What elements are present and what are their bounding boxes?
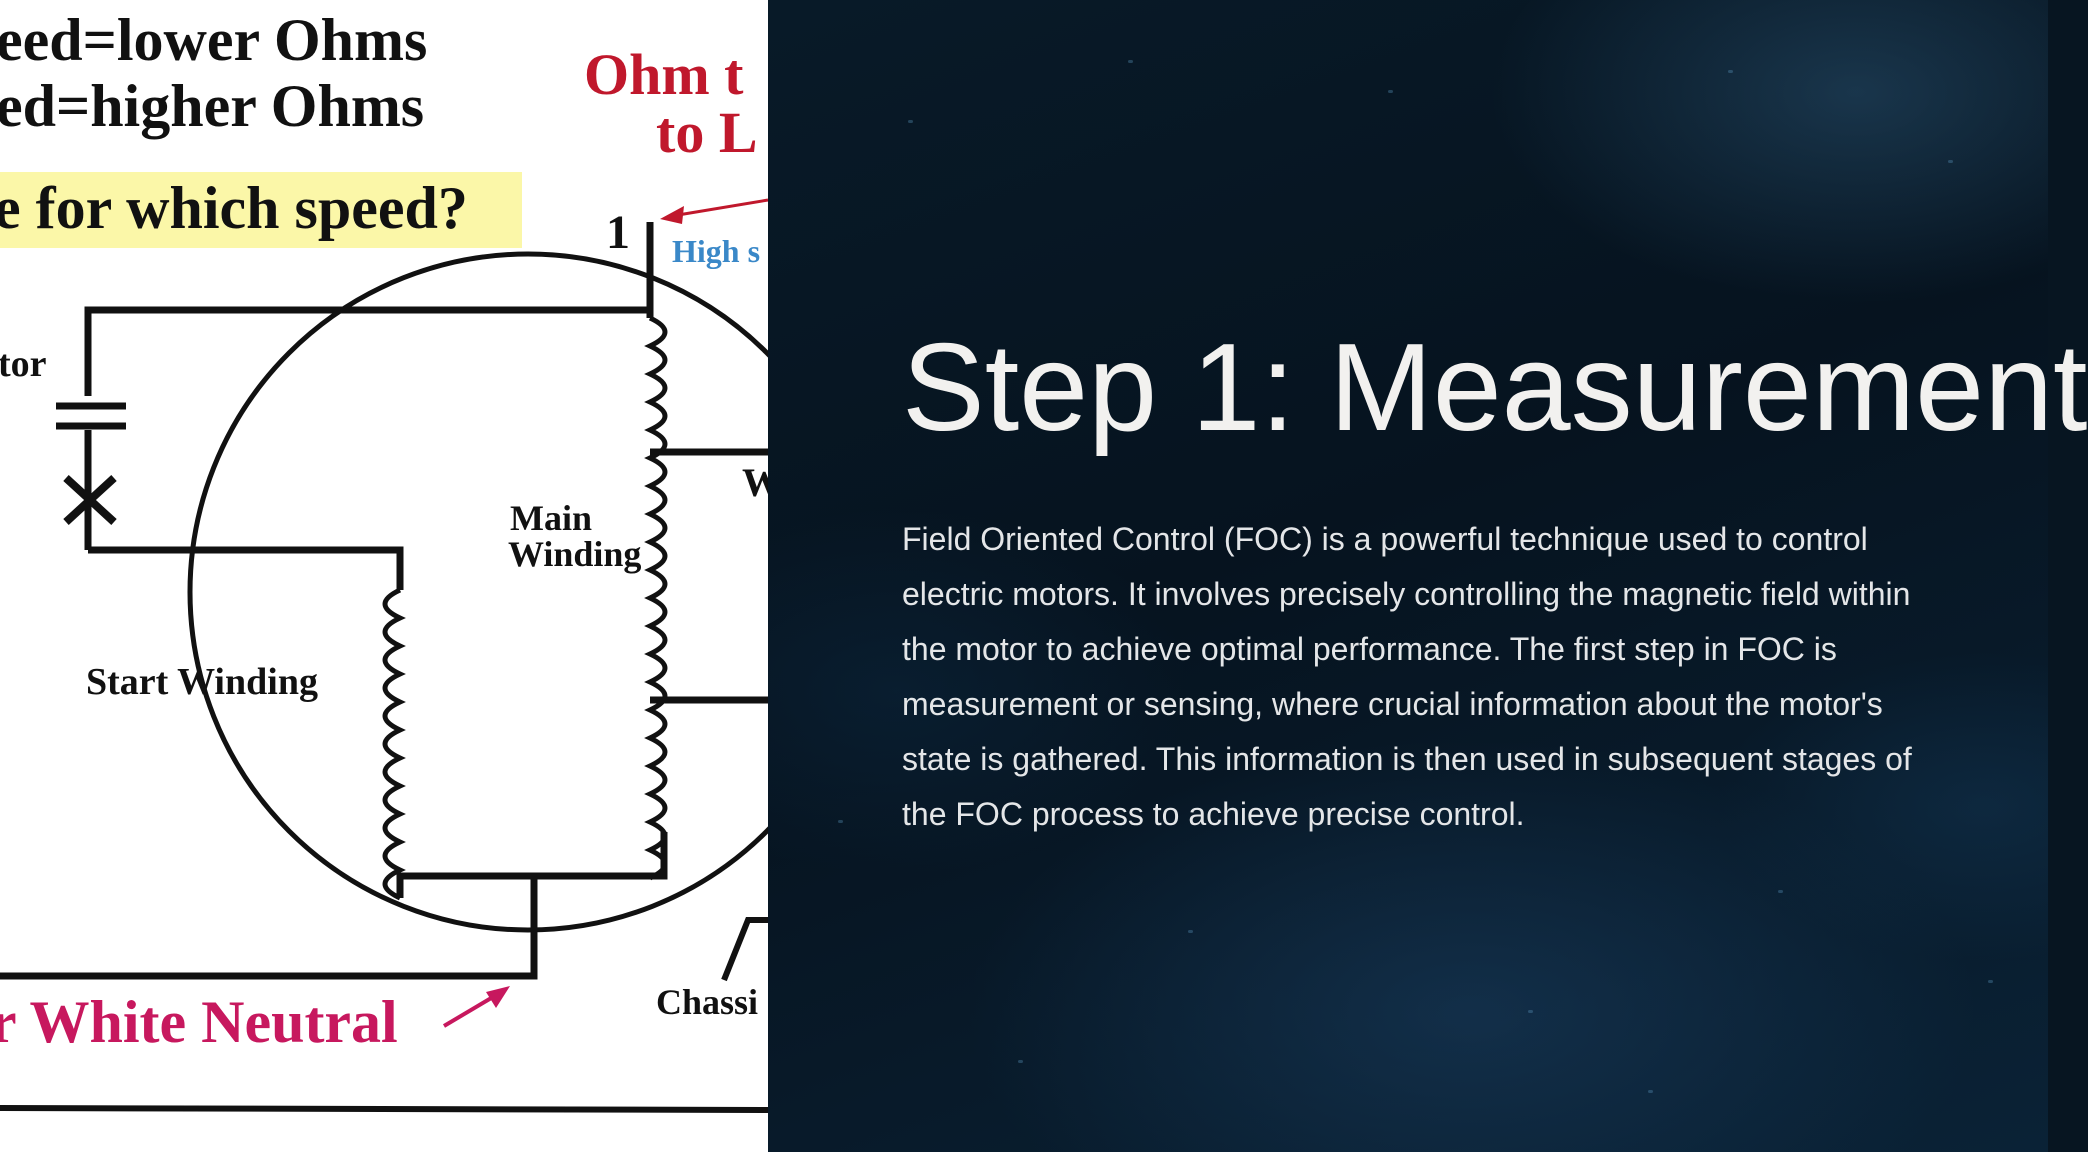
switch-x-mark-b xyxy=(63,475,117,525)
question-highlight xyxy=(0,172,522,248)
motor-wiring-diagram-image: eed=lower Ohms ed=higher Ohms e for whic… xyxy=(0,0,869,1152)
chassis-label: Chassi xyxy=(656,982,758,1022)
capacitor-label: tor xyxy=(0,343,47,385)
terminal-arrow xyxy=(671,198,769,218)
background-speck xyxy=(1648,1090,1653,1093)
main-winding-label-line2: Winding xyxy=(508,534,641,574)
background-speck xyxy=(1018,1060,1023,1063)
slide-title: Step 1: Measurement xyxy=(902,319,2088,457)
background-speck xyxy=(1128,60,1133,63)
neutral-label: r White Neutral xyxy=(0,989,398,1055)
ohm-text-line2: to L xyxy=(656,100,758,165)
question-text: e for which speed? xyxy=(0,175,468,241)
background-speck xyxy=(1988,980,1993,983)
terminal-arrow-head xyxy=(660,206,684,224)
start-winding-coil xyxy=(382,587,406,901)
background-speck xyxy=(1188,930,1193,933)
terminal-number: 1 xyxy=(606,206,630,259)
neutral-wire xyxy=(0,876,538,980)
main-winding-coil xyxy=(644,315,668,881)
neutral-arrow-head xyxy=(486,986,510,1008)
background-speck xyxy=(1948,160,1953,163)
slide-body-text: Field Oriented Control (FOC) is a powerf… xyxy=(902,521,1912,832)
main-winding-label-line1: Main xyxy=(510,498,592,538)
background-speck xyxy=(838,820,843,823)
bottom-rule xyxy=(0,1105,769,1113)
wiring-diagram-svg: eed=lower Ohms ed=higher Ohms e for whic… xyxy=(0,0,869,1152)
start-winding-feed-wire xyxy=(88,546,404,590)
higher-ohms-text: ed=higher Ohms xyxy=(0,73,424,139)
background-speck xyxy=(1778,890,1783,893)
neutral-arrow xyxy=(442,992,500,1028)
background-speck xyxy=(1728,70,1733,73)
ohm-text-line1: Ohm t xyxy=(584,42,744,107)
background-speck xyxy=(1388,90,1393,93)
lower-ohms-text: eed=lower Ohms xyxy=(0,7,427,73)
start-winding-label: Start Winding xyxy=(86,661,318,703)
background-speck xyxy=(1528,1010,1533,1013)
high-speed-label: High s xyxy=(672,233,760,269)
chassis-wire xyxy=(721,917,768,982)
background-speck xyxy=(908,120,913,123)
text-panel: Step 1: Measurement Field Oriented Contr… xyxy=(768,0,2088,1152)
capacitor-top-wire xyxy=(84,306,650,396)
